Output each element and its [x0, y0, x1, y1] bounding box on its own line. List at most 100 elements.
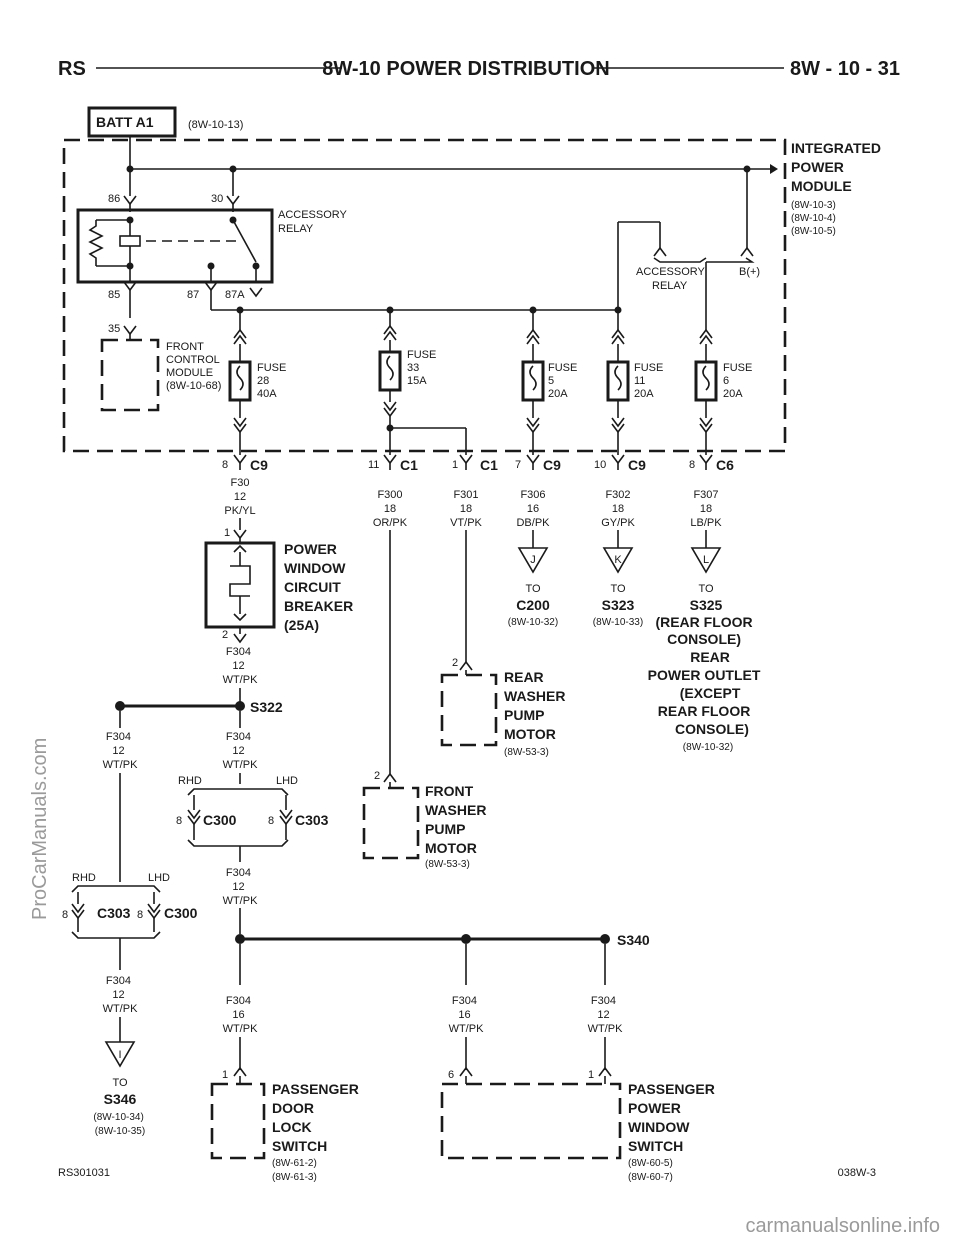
svg-text:RHD: RHD [72, 872, 96, 884]
svg-text:35: 35 [108, 323, 120, 335]
svg-text:S325: S325 [690, 597, 723, 613]
inline-connector-lower: RHD LHD 8 C303 8 C300 F304 12 WT/PK [62, 773, 198, 1042]
svg-text:REAR WASHER PUMP: REAR WASHER PUMP MOTOR [504, 669, 569, 742]
svg-text:S323: S323 [602, 597, 635, 613]
fuse-33-split [239, 416, 707, 455]
svg-text:C303: C303 [97, 905, 131, 921]
svg-text:C200: C200 [516, 597, 550, 613]
relay-pin-86: 86 [108, 193, 120, 205]
svg-text:(8W-53-3): (8W-53-3) [425, 859, 470, 870]
svg-text:10: 10 [594, 459, 606, 471]
inline-connector-upper: RHD LHD 8 C300 8 C303 F304 12 WT/PK [176, 773, 329, 907]
svg-text:K: K [614, 554, 622, 566]
header-title: 8W-10 POWER DISTRIBUTION [322, 58, 609, 80]
splice-s340: S340 F304 16 WT/PK F304 16 WT/PK F304 12… [223, 908, 650, 1070]
svg-text:2: 2 [452, 657, 458, 669]
svg-text:6: 6 [448, 1069, 454, 1081]
ref-j: J TO C200 (8W-10-32) [508, 530, 558, 628]
svg-text:RHD: RHD [178, 775, 202, 787]
svg-text:8: 8 [176, 815, 182, 827]
svg-text:1: 1 [222, 1069, 228, 1081]
svg-text:8: 8 [689, 459, 695, 471]
ref-k: K TO S323 (8W-10-33) [593, 530, 643, 628]
relay-pin-30: 30 [211, 193, 223, 205]
power-window-circuit-breaker: 1 2 POWER WINDOW CIRCUIT BREAKER (25A) F… [204, 518, 353, 702]
fcm-label: FRONT CONTROL MODULE (8W-10-68) [166, 341, 222, 392]
svg-text:TO: TO [112, 1077, 128, 1089]
ipm-title: INTEGRATED POWER MODULE [791, 140, 885, 194]
ref-l: L TO S325 (REAR FLOOR CONSOLE) REAR POWE… [648, 530, 765, 753]
passenger-power-window-switch: 6 1 PASSENGER POWER WINDOW SWITCH (8W-60… [440, 1066, 715, 1183]
svg-text:8: 8 [268, 815, 274, 827]
svg-text:(8W-10-34) (8W-10-35): (8W-10-34) (8W-10-35) [93, 1112, 146, 1137]
relay-pin-87: 87 [187, 289, 199, 301]
svg-text:F304 12 WT/PK: F304 12 WT/PK [103, 975, 138, 1015]
svg-text:TO: TO [610, 583, 626, 595]
bottom-watermark: carmanualsonline.info [745, 1215, 940, 1237]
svg-text:(8W-53-3): (8W-53-3) [504, 747, 549, 758]
fuse-11: FUSE 11 20A [606, 310, 666, 434]
svg-text:C9: C9 [250, 457, 268, 473]
svg-text:8: 8 [137, 909, 143, 921]
svg-text:(8W-60-5) (8W-60-7): (8W-60-5) (8W-60-7) [628, 1158, 676, 1183]
fuse-6: FUSE 6 20A [694, 328, 755, 434]
svg-text:LHD: LHD [276, 775, 298, 787]
svg-text:7: 7 [515, 459, 521, 471]
svg-text:C6: C6 [716, 457, 734, 473]
fuse-6-label: FUSE 6 20A [723, 362, 755, 400]
svg-text:F304 16 WT/PK: F304 16 WT/PK [223, 995, 258, 1035]
svg-text:TO: TO [698, 583, 714, 595]
side-watermark: ProCarManuals.com [29, 738, 51, 920]
svg-text:11: 11 [368, 459, 379, 471]
svg-text:I: I [118, 1049, 121, 1061]
svg-text:F304 16 WT/PK: F304 16 WT/PK [449, 995, 484, 1035]
fuse-5-label: FUSE 5 20A [548, 362, 580, 400]
relay-pin-85: 85 [108, 289, 120, 301]
fuse-5: FUSE 5 20A [521, 310, 580, 434]
accessory-relay-feed-label: ACCESSORY RELAY [636, 266, 708, 292]
svg-text:F304 12 WT/PK: F304 12 WT/PK [103, 731, 138, 771]
ref-i: I TO S346 (8W-10-34) (8W-10-35) [93, 1041, 146, 1137]
relay-label: ACCESSORY RELAY [278, 209, 350, 235]
svg-text:(REAR FLOOR CONSOLE): (REAR FLOOR CONSOLE) REAR POWER OUTLET (… [648, 614, 765, 737]
fuse-11-label: FUSE 11 20A [634, 362, 666, 400]
svg-text:(8W-10-33): (8W-10-33) [593, 617, 643, 628]
svg-text:2: 2 [374, 770, 380, 782]
passenger-door-lock-switch: 1 PASSENGER DOOR LOCK SWITCH (8W-61-2) (… [210, 1066, 363, 1183]
svg-text:J: J [530, 554, 536, 566]
svg-text:C300: C300 [164, 905, 198, 921]
page-header: RS 8W-10 POWER DISTRIBUTION 8W - 10 - 31 [58, 58, 900, 80]
ipm-refs: (8W-10-3) (8W-10-4) (8W-10-5) [791, 200, 839, 237]
relay-output-bus: ACCESSORY RELAY B(+) [210, 221, 760, 330]
footer-left-code: RS301031 [58, 1167, 110, 1179]
battery-bus [126, 137, 778, 257]
svg-text:PASSENGER DOOR LOC: PASSENGER DOOR LOCK SWITCH [272, 1081, 363, 1154]
svg-text:1: 1 [588, 1069, 594, 1081]
svg-text:1: 1 [452, 459, 458, 471]
svg-text:F304 12 WT/PK: F304 12 WT/PK [223, 646, 258, 686]
fuse-33: FUSE 33 15A [378, 310, 436, 418]
svg-text:(8W-10-32): (8W-10-32) [683, 742, 733, 753]
fuse-28: FUSE 28 40A [228, 310, 286, 434]
batt-a1-box [87, 106, 177, 138]
svg-text:F304 12 WT/PK: F304 12 WT/PK [223, 867, 258, 907]
svg-text:C9: C9 [543, 457, 561, 473]
header-section-code: RS [58, 58, 86, 80]
relay-pin-87a: 87A [225, 289, 245, 301]
svg-text:F304 12 WT/PK: F304 12 WT/PK [588, 995, 623, 1035]
svg-text:C300: C300 [203, 812, 237, 828]
rear-washer-pump-motor: 2 REAR WASHER PUMP MOTOR (8W-53-3) [440, 530, 569, 758]
footer-right-code: 038W-3 [838, 1167, 876, 1179]
bplus-label: B(+) [739, 266, 760, 278]
svg-text:L: L [703, 554, 709, 566]
batt-a1-ref: (8W-10-13) [188, 119, 243, 131]
svg-text:S340: S340 [617, 932, 650, 948]
svg-text:1: 1 [224, 527, 230, 539]
svg-text:F304 12 WT/PK: F304 12 WT/PK [223, 731, 258, 771]
svg-text:C9: C9 [628, 457, 646, 473]
